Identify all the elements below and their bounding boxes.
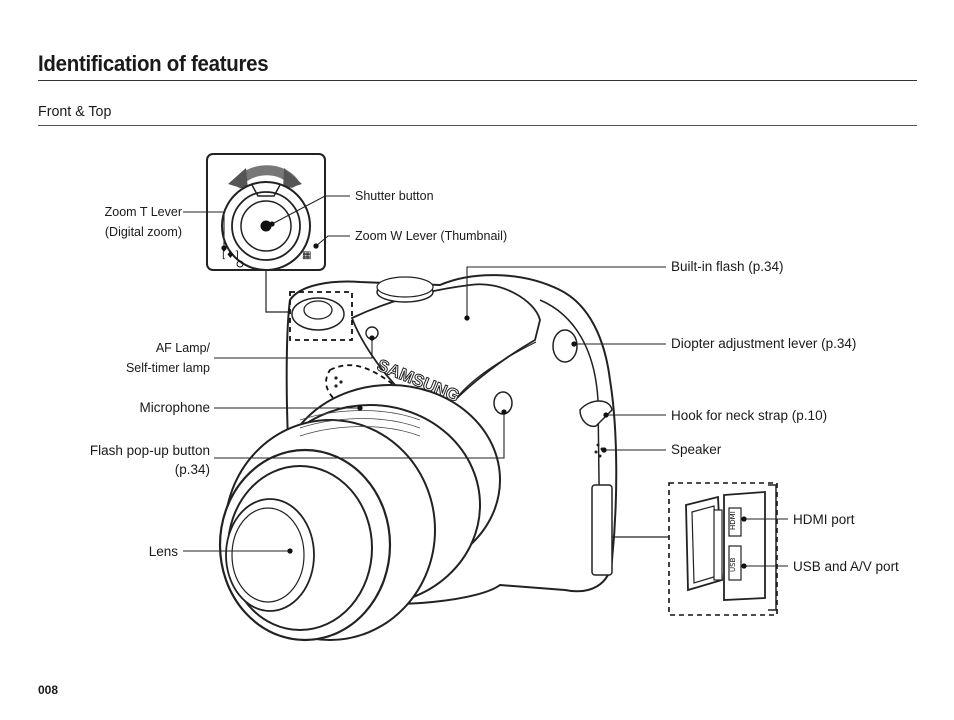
page-title: Identification of features: [38, 51, 269, 76]
callout-speaker: Speaker: [671, 442, 722, 457]
zoom-t-symbol: [♦]: [222, 250, 239, 261]
shutter-area-highlight: [289, 291, 353, 341]
callout-hook-strap: Hook for neck strap (p.10): [671, 408, 828, 423]
lens-ring-texture: [299, 410, 421, 437]
callout-zoom-w-lever: Zoom W Lever (Thumbnail): [355, 229, 508, 243]
callout-leaders: [183, 195, 788, 569]
usb-label: USB: [729, 557, 737, 572]
page-number: 008: [38, 683, 59, 697]
shutter-detail-inset: [♦] ▦: [206, 153, 326, 271]
callout-zoom-t-lever: Zoom T Lever (Digital zoom): [104, 205, 182, 239]
callout-flash-popup: Flash pop-up button (p.34): [89, 443, 210, 477]
callout-hdmi-port: HDMI port: [793, 512, 855, 527]
callout-microphone: Microphone: [139, 400, 210, 415]
callout-usb-av-port: USB and A/V port: [793, 559, 899, 574]
ports-detail-inset: HDMI USB: [668, 482, 778, 616]
section-title: Front & Top: [38, 103, 112, 120]
callout-shutter-button: Shutter button: [355, 189, 434, 203]
callout-diopter-lever: Diopter adjustment lever (p.34): [671, 336, 857, 351]
zoom-w-symbol: ▦: [302, 250, 311, 261]
title-rule: [38, 80, 917, 81]
callout-built-in-flash: Built-in flash (p.34): [671, 259, 784, 274]
callout-af-lamp: AF Lamp/ Self-timer lamp: [125, 341, 210, 375]
lens-barrel: [218, 384, 501, 642]
hdmi-label: HDMI: [729, 511, 737, 530]
callout-lens: Lens: [148, 544, 178, 559]
section-rule: [38, 125, 917, 126]
